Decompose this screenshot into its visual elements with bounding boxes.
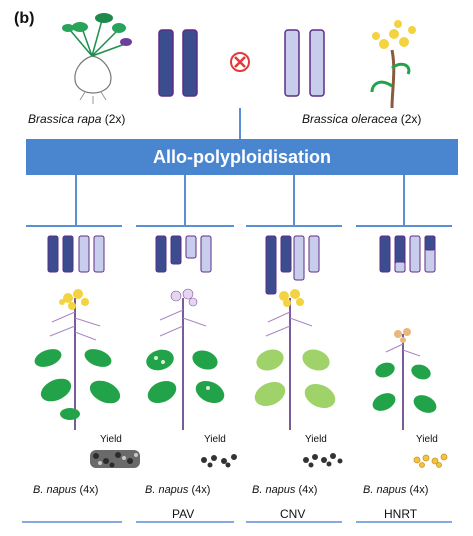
offspring-2-label: B. napus (4x)	[145, 484, 210, 496]
brassica-rapa-plant-icon	[62, 13, 132, 104]
offspring-2-ploidy: (4x)	[191, 484, 211, 496]
mechanism-label-2: PAV	[172, 507, 195, 521]
parent-rapa-label: Brassica rapa (2x)	[28, 112, 125, 126]
offspring-4-label: B. napus (4x)	[363, 484, 428, 496]
napus-plant-1-icon	[34, 289, 121, 430]
parent-oleracea-ploidy: (2x)	[400, 112, 422, 126]
parent-oleracea-species: Brassica oleracea	[302, 112, 398, 126]
yield-label-2: Yield	[204, 434, 226, 445]
seed-pile-1-icon	[90, 450, 140, 468]
cross-circle-icon	[230, 52, 250, 72]
parent-rapa-ploidy: (2x)	[104, 112, 126, 126]
offspring-2-chromosomes	[155, 235, 212, 273]
parent-rapa-chromosomes	[158, 29, 198, 97]
offspring-3-chromosomes	[265, 235, 320, 295]
offspring-1-species: B. napus	[33, 484, 77, 496]
napus-plant-3-icon	[254, 289, 336, 430]
parent-rapa-species: Brassica rapa	[28, 112, 102, 126]
seed-pile-3-icon	[303, 453, 343, 468]
offspring-1-chromosomes	[47, 235, 105, 273]
offspring-4-species: B. napus	[363, 484, 407, 496]
offspring-4-chromosomes	[379, 235, 436, 273]
offspring-2-species: B. napus	[145, 484, 189, 496]
panel-label: (b)	[14, 10, 35, 27]
yield-label-1: Yield	[100, 434, 122, 445]
seed-pile-2-icon	[201, 454, 237, 468]
napus-plant-4-icon	[372, 328, 437, 430]
offspring-1-ploidy: (4x)	[79, 484, 99, 496]
napus-plant-2-icon	[146, 288, 225, 430]
connector-lines	[26, 108, 452, 227]
offspring-3-species: B. napus	[252, 484, 296, 496]
yield-label-4: Yield	[416, 434, 438, 445]
brassica-oleracea-plant-icon	[370, 20, 416, 109]
mechanism-label-4: HNRT	[384, 507, 418, 521]
offspring-3-ploidy: (4x)	[298, 484, 318, 496]
parent-oleracea-label: Brassica oleracea (2x)	[302, 112, 421, 126]
offspring-3-label: B. napus (4x)	[252, 484, 317, 496]
yield-label-3: Yield	[305, 434, 327, 445]
mechanism-label-3: CNV	[280, 507, 306, 521]
seed-pile-4-icon	[413, 453, 448, 468]
offspring-4-ploidy: (4x)	[409, 484, 429, 496]
process-banner: Allo-polyploidisation	[26, 139, 458, 175]
parent-oleracea-chromosomes	[284, 29, 325, 97]
offspring-1-label: B. napus (4x)	[33, 484, 98, 496]
